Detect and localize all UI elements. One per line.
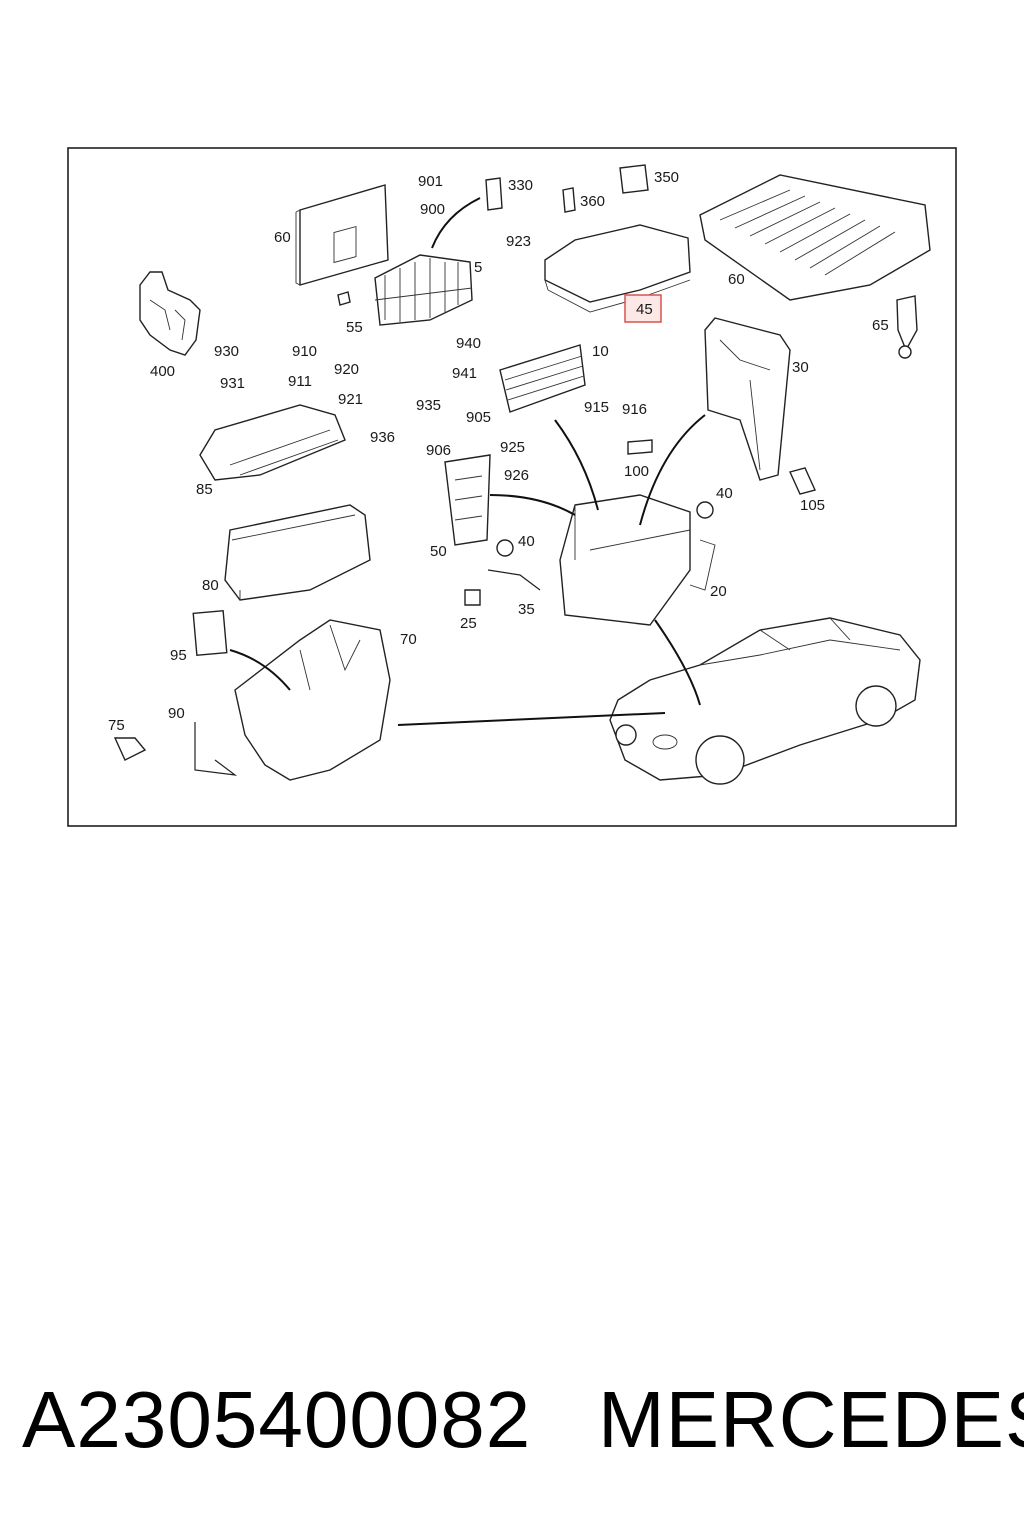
parts-diagram: 901 900 330 923 350 360 60 60 5 45 55 40… — [67, 147, 957, 827]
car-outline — [609, 617, 921, 785]
callout-925: 925 — [500, 439, 525, 456]
callout-100: 100 — [624, 463, 649, 480]
callout-910: 910 — [292, 343, 317, 360]
callout-923: 923 — [506, 233, 531, 250]
callout-930: 930 — [214, 343, 239, 360]
callout-65: 65 — [872, 317, 889, 334]
callout-55: 55 — [346, 319, 363, 336]
cover-45 — [544, 224, 691, 313]
callout-350: 350 — [654, 169, 679, 186]
callout-20: 20 — [710, 583, 727, 600]
highlight-box-45 — [624, 294, 662, 323]
part-number: A2305400082 — [22, 1375, 532, 1464]
fuse-box-5 — [374, 254, 473, 326]
callout-330: 330 — [508, 177, 533, 194]
callout-900: 900 — [420, 201, 445, 218]
callout-labels: 901 900 330 923 350 360 60 60 5 45 55 40… — [108, 169, 889, 734]
callout-5: 5 — [474, 259, 482, 276]
callout-75: 75 — [108, 717, 125, 734]
post-65 — [896, 295, 918, 359]
callout-60-left: 60 — [274, 229, 291, 246]
callout-360: 360 — [580, 193, 605, 210]
tray-80 — [224, 504, 371, 601]
callout-905: 905 — [466, 409, 491, 426]
callout-25: 25 — [460, 615, 477, 632]
callout-921: 921 — [338, 391, 363, 408]
callout-40-left: 40 — [518, 533, 535, 550]
callout-50: 50 — [430, 543, 447, 560]
callout-35: 35 — [518, 601, 535, 618]
footer: A2305400082 MERCEDES — [0, 1370, 1024, 1470]
bracket-400 — [139, 271, 201, 356]
callout-90: 90 — [168, 705, 185, 722]
brand-name: MERCEDES — [598, 1375, 1024, 1464]
callout-40-right: 40 — [716, 485, 733, 502]
module-10 — [499, 344, 586, 413]
panel-50 — [444, 454, 491, 546]
callout-941: 941 — [452, 365, 477, 382]
callout-906: 906 — [426, 442, 451, 459]
callout-911: 911 — [288, 373, 312, 390]
callout-926: 926 — [504, 467, 529, 484]
callout-400: 400 — [150, 363, 175, 380]
callout-80: 80 — [202, 577, 219, 594]
callout-931: 931 — [220, 375, 245, 392]
block-95 — [192, 610, 228, 656]
callout-85: 85 — [196, 481, 213, 498]
callout-95: 95 — [170, 647, 187, 664]
callout-70: 70 — [400, 631, 417, 648]
cover-85 — [199, 404, 346, 481]
leader-arrows — [229, 197, 706, 726]
control-unit-60-left — [295, 184, 389, 286]
callout-935: 935 — [416, 397, 441, 414]
small-parts — [113, 164, 816, 776]
housing-70 — [234, 619, 391, 781]
callout-915: 915 — [584, 399, 609, 416]
callout-105: 105 — [800, 497, 825, 514]
bracket-30 — [704, 317, 791, 481]
callout-916: 916 — [622, 401, 647, 418]
callout-920: 920 — [334, 361, 359, 378]
callout-60-right: 60 — [728, 271, 745, 288]
callout-901: 901 — [418, 173, 443, 190]
control-unit-60-right — [699, 174, 931, 301]
callout-940: 940 — [456, 335, 481, 352]
callout-45: 45 — [636, 301, 653, 318]
callout-10: 10 — [592, 343, 609, 360]
callout-936: 936 — [370, 429, 395, 446]
callout-30: 30 — [792, 359, 809, 376]
